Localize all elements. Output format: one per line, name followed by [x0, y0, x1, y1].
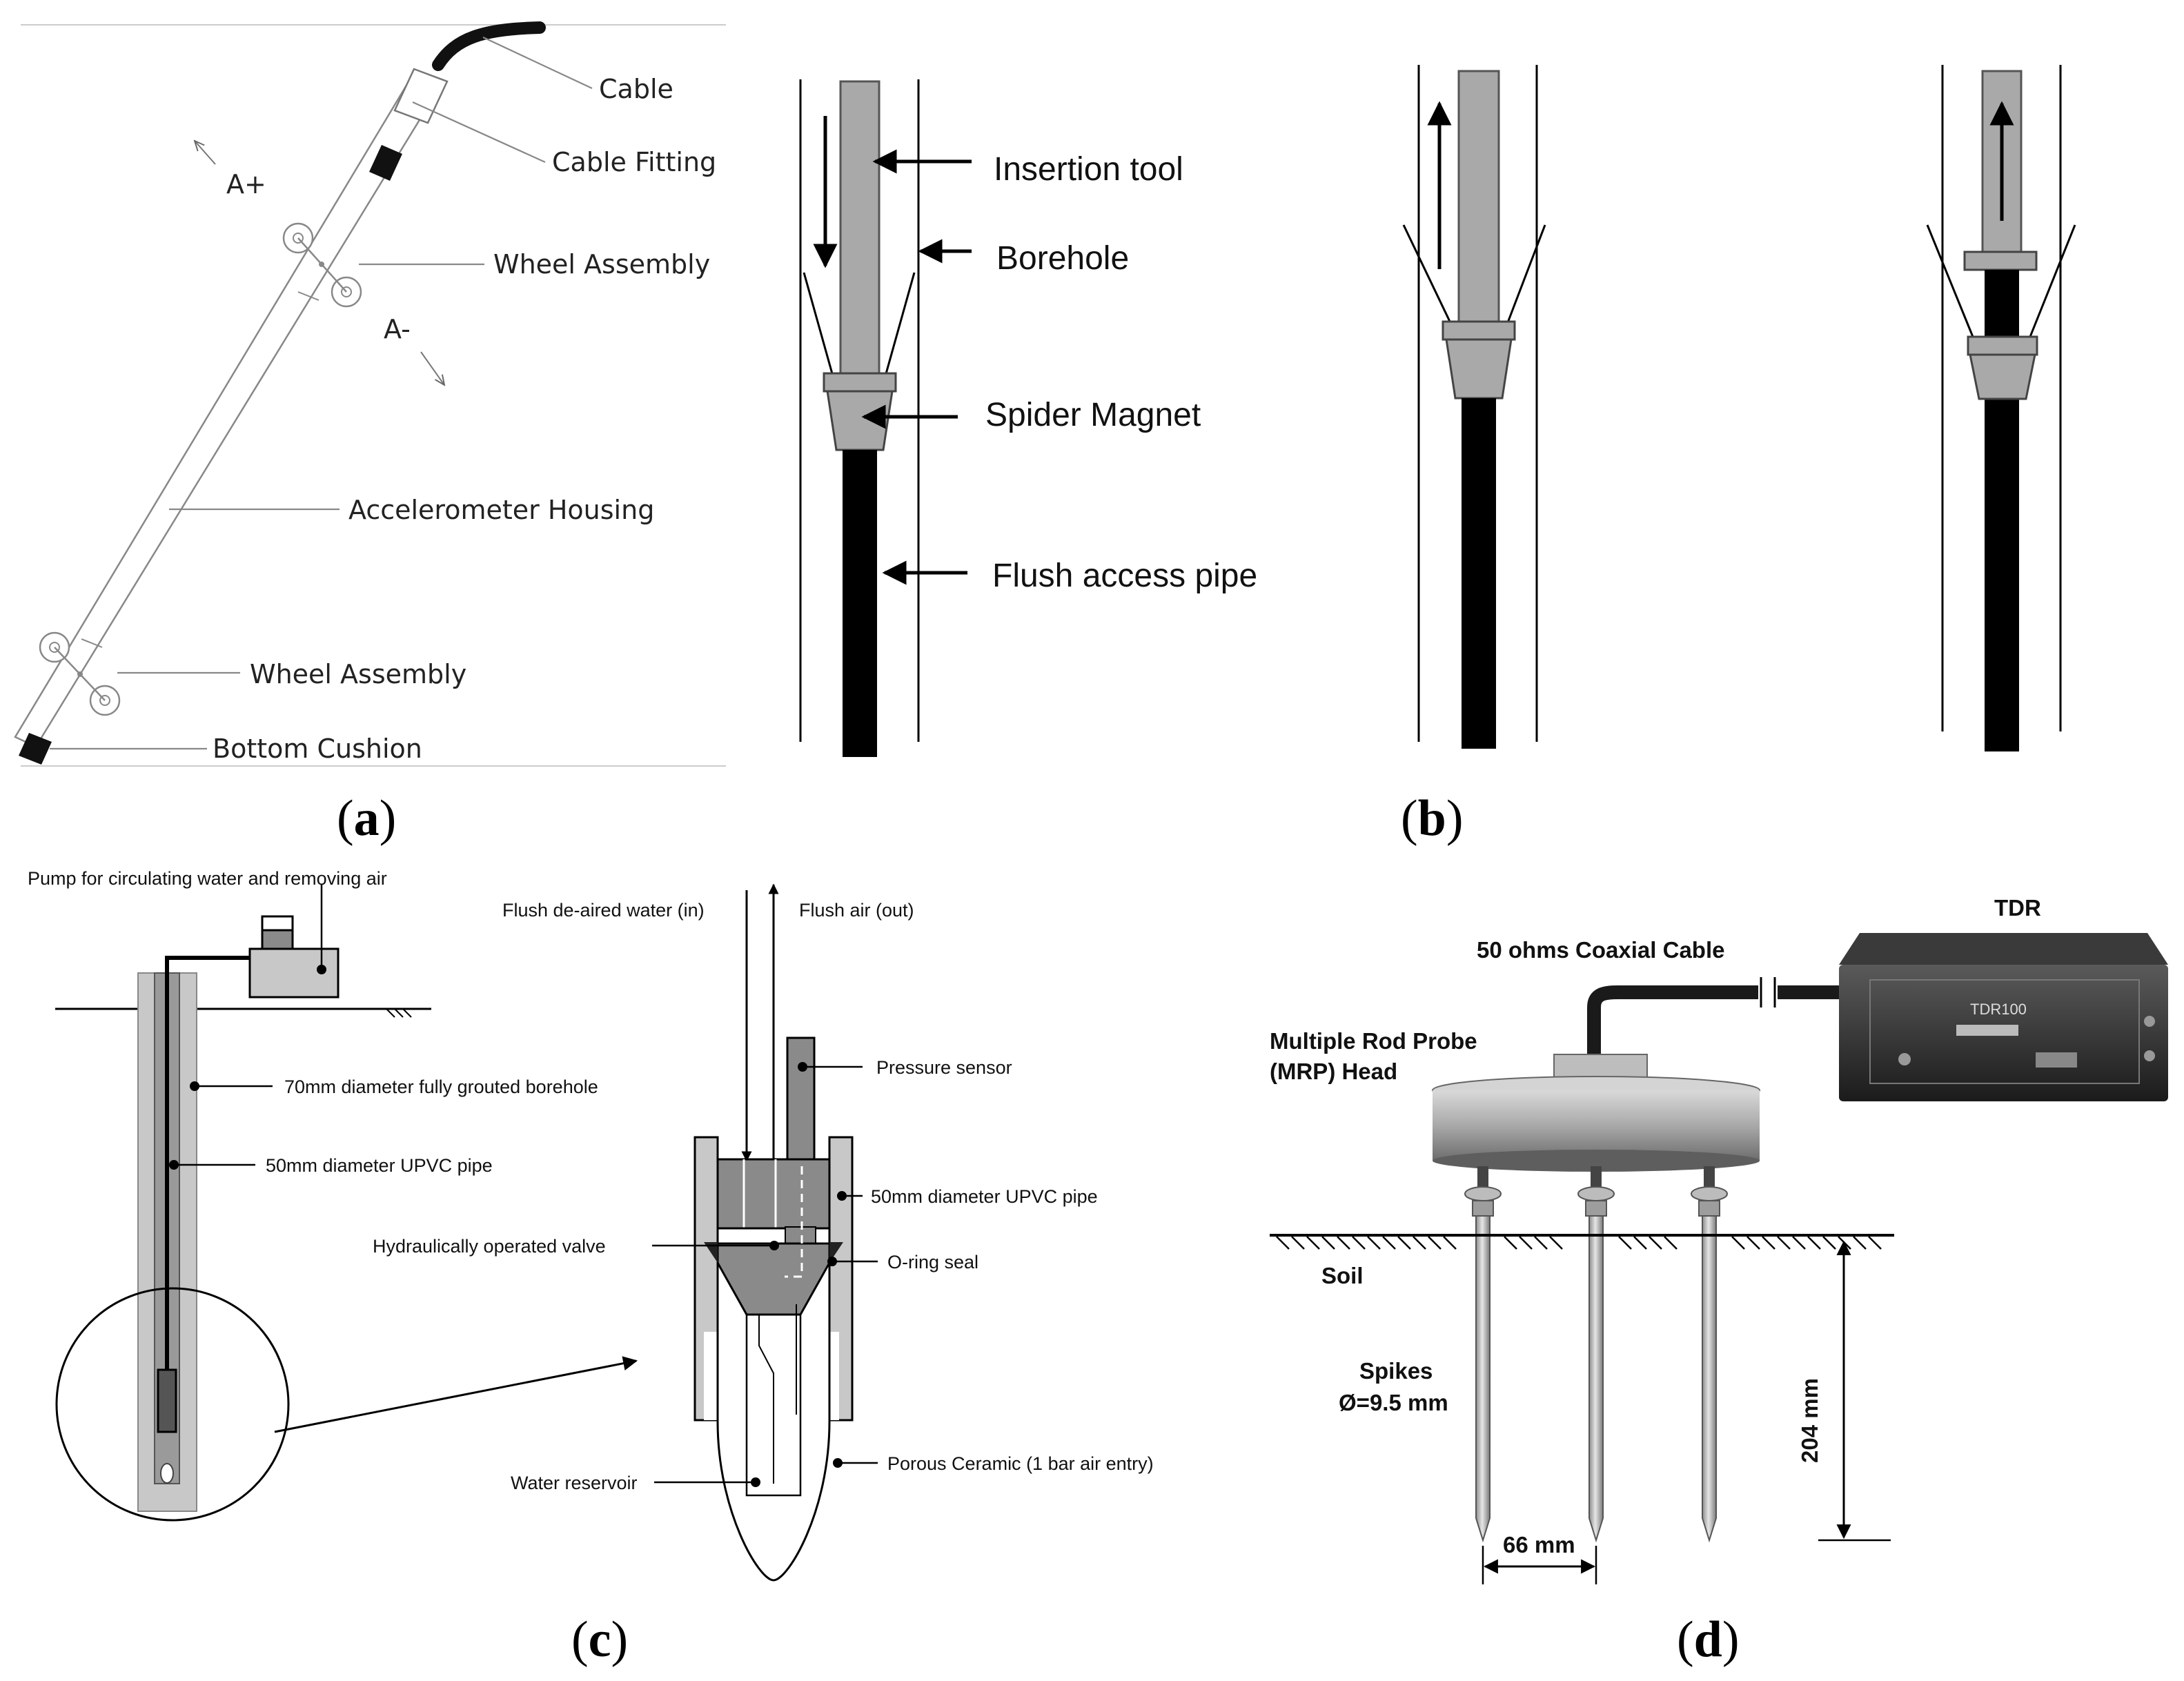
panel-c: Pump for circulating water and removing …: [28, 868, 1154, 1668]
caption-c: (c): [571, 1611, 628, 1668]
label-water-reservoir: Water reservoir: [511, 1473, 638, 1493]
cable-line: [432, 21, 546, 71]
upper-wheel-assembly: [282, 222, 362, 308]
spider-magnet-stage-3: [1969, 353, 2036, 400]
zoom-arrow: [274, 1356, 638, 1433]
label-mrp-head-line1: Multiple Rod Probe: [1270, 1028, 1477, 1054]
spike-1: [1475, 1215, 1491, 1543]
flush-access-pipe-stage-2: [1462, 398, 1496, 749]
probe-black-band: [369, 145, 402, 181]
valve-cone: [716, 1242, 831, 1316]
label-pressure-sensor: Pressure sensor: [876, 1057, 1012, 1078]
stage-2: [1402, 65, 1546, 749]
label-spikes-line2: Ø=9.5 mm: [1339, 1390, 1448, 1415]
probe-spikes: [1464, 1166, 1728, 1543]
a-minus-arrow: [420, 351, 444, 385]
a-plus-arrow: [195, 141, 216, 165]
label-depth: 204 mm: [1797, 1378, 1822, 1463]
label-a-plus: A+: [226, 169, 266, 199]
label-wheel-assembly-bottom: Wheel Assembly: [250, 659, 466, 689]
label-o-ring-seal: O-ring seal: [887, 1252, 978, 1272]
water-reservoir: [745, 1313, 802, 1497]
label-soil: Soil: [1321, 1263, 1364, 1288]
panel-d: TDR100: [1270, 895, 2168, 1668]
label-bottom-cushion: Bottom Cushion: [213, 734, 422, 764]
lower-wheel-assembly: [39, 631, 121, 716]
flush-access-pipe: [843, 450, 877, 757]
spike-2: [1588, 1215, 1604, 1543]
label-coaxial-cable: 50 ohms Coaxial Cable: [1477, 937, 1724, 963]
label-spacing: 66 mm: [1503, 1532, 1575, 1557]
sensor-block: [716, 1158, 831, 1230]
bottom-cushion: [19, 733, 52, 765]
mrp-head: [1433, 1090, 1760, 1161]
spike-3: [1702, 1215, 1717, 1543]
panel-a: Cable Cable Fitting Wheel Assembly Accel…: [14, 21, 726, 847]
label-insertion-tool: Insertion tool: [994, 151, 1183, 188]
insertion-tool: [839, 80, 881, 376]
label-spikes-line1: Spikes: [1359, 1358, 1433, 1384]
label-spider-magnet: Spider Magnet: [985, 397, 1201, 433]
label-a-minus: A-: [384, 314, 411, 344]
coaxial-cable: [1587, 985, 1839, 1087]
caption-d: (d): [1677, 1611, 1739, 1668]
panel-a-leaders: [50, 37, 593, 750]
stage-1: Insertion tool Borehole Spider Magnet Fl…: [799, 79, 1257, 757]
stage-3: [1926, 65, 2076, 751]
label-tdr: TDR: [1994, 895, 2041, 921]
soil-hatching: [1276, 1236, 1882, 1250]
spider-magnet-stage-2: [1445, 338, 1513, 400]
piezometer-tip: [157, 1368, 177, 1433]
label-borehole: Borehole: [996, 240, 1129, 277]
label-flush-access-pipe: Flush access pipe: [992, 558, 1257, 594]
label-wheel-assembly-top: Wheel Assembly: [493, 249, 710, 279]
label-porous-ceramic: Porous Ceramic (1 bar air entry): [887, 1453, 1154, 1474]
spider-magnet-cap: [823, 372, 897, 393]
label-mrp-head-line2: (MRP) Head: [1270, 1059, 1397, 1084]
tdr-device: TDR100: [1839, 933, 2168, 1101]
tdr-device-label: TDR100: [1970, 1001, 2027, 1018]
label-grouted-borehole: 70mm diameter fully grouted borehole: [284, 1077, 598, 1097]
label-upvc-pipe-right: 50mm diameter UPVC pipe: [871, 1186, 1098, 1207]
label-accelerometer-housing: Accelerometer Housing: [348, 495, 654, 525]
label-flush-air-out: Flush air (out): [799, 900, 914, 921]
label-flush-water-in: Flush de-aired water (in): [502, 900, 705, 921]
label-upvc-pipe-left: 50mm diameter UPVC pipe: [266, 1155, 493, 1176]
label-cable: Cable: [599, 74, 673, 104]
spider-magnet: [826, 390, 894, 451]
caption-a: (a): [337, 790, 396, 847]
panel-b: Insertion tool Borehole Spider Magnet Fl…: [799, 65, 2076, 847]
cable-fitting: [393, 68, 449, 124]
label-hydraulic-valve: Hydraulically operated valve: [373, 1236, 606, 1257]
caption-b: (b): [1401, 790, 1463, 847]
label-pump: Pump for circulating water and removing …: [28, 868, 387, 889]
zoom-circle: [55, 1287, 290, 1522]
label-cable-fitting: Cable Fitting: [552, 147, 716, 177]
insertion-tool-stage-2: [1457, 70, 1500, 324]
